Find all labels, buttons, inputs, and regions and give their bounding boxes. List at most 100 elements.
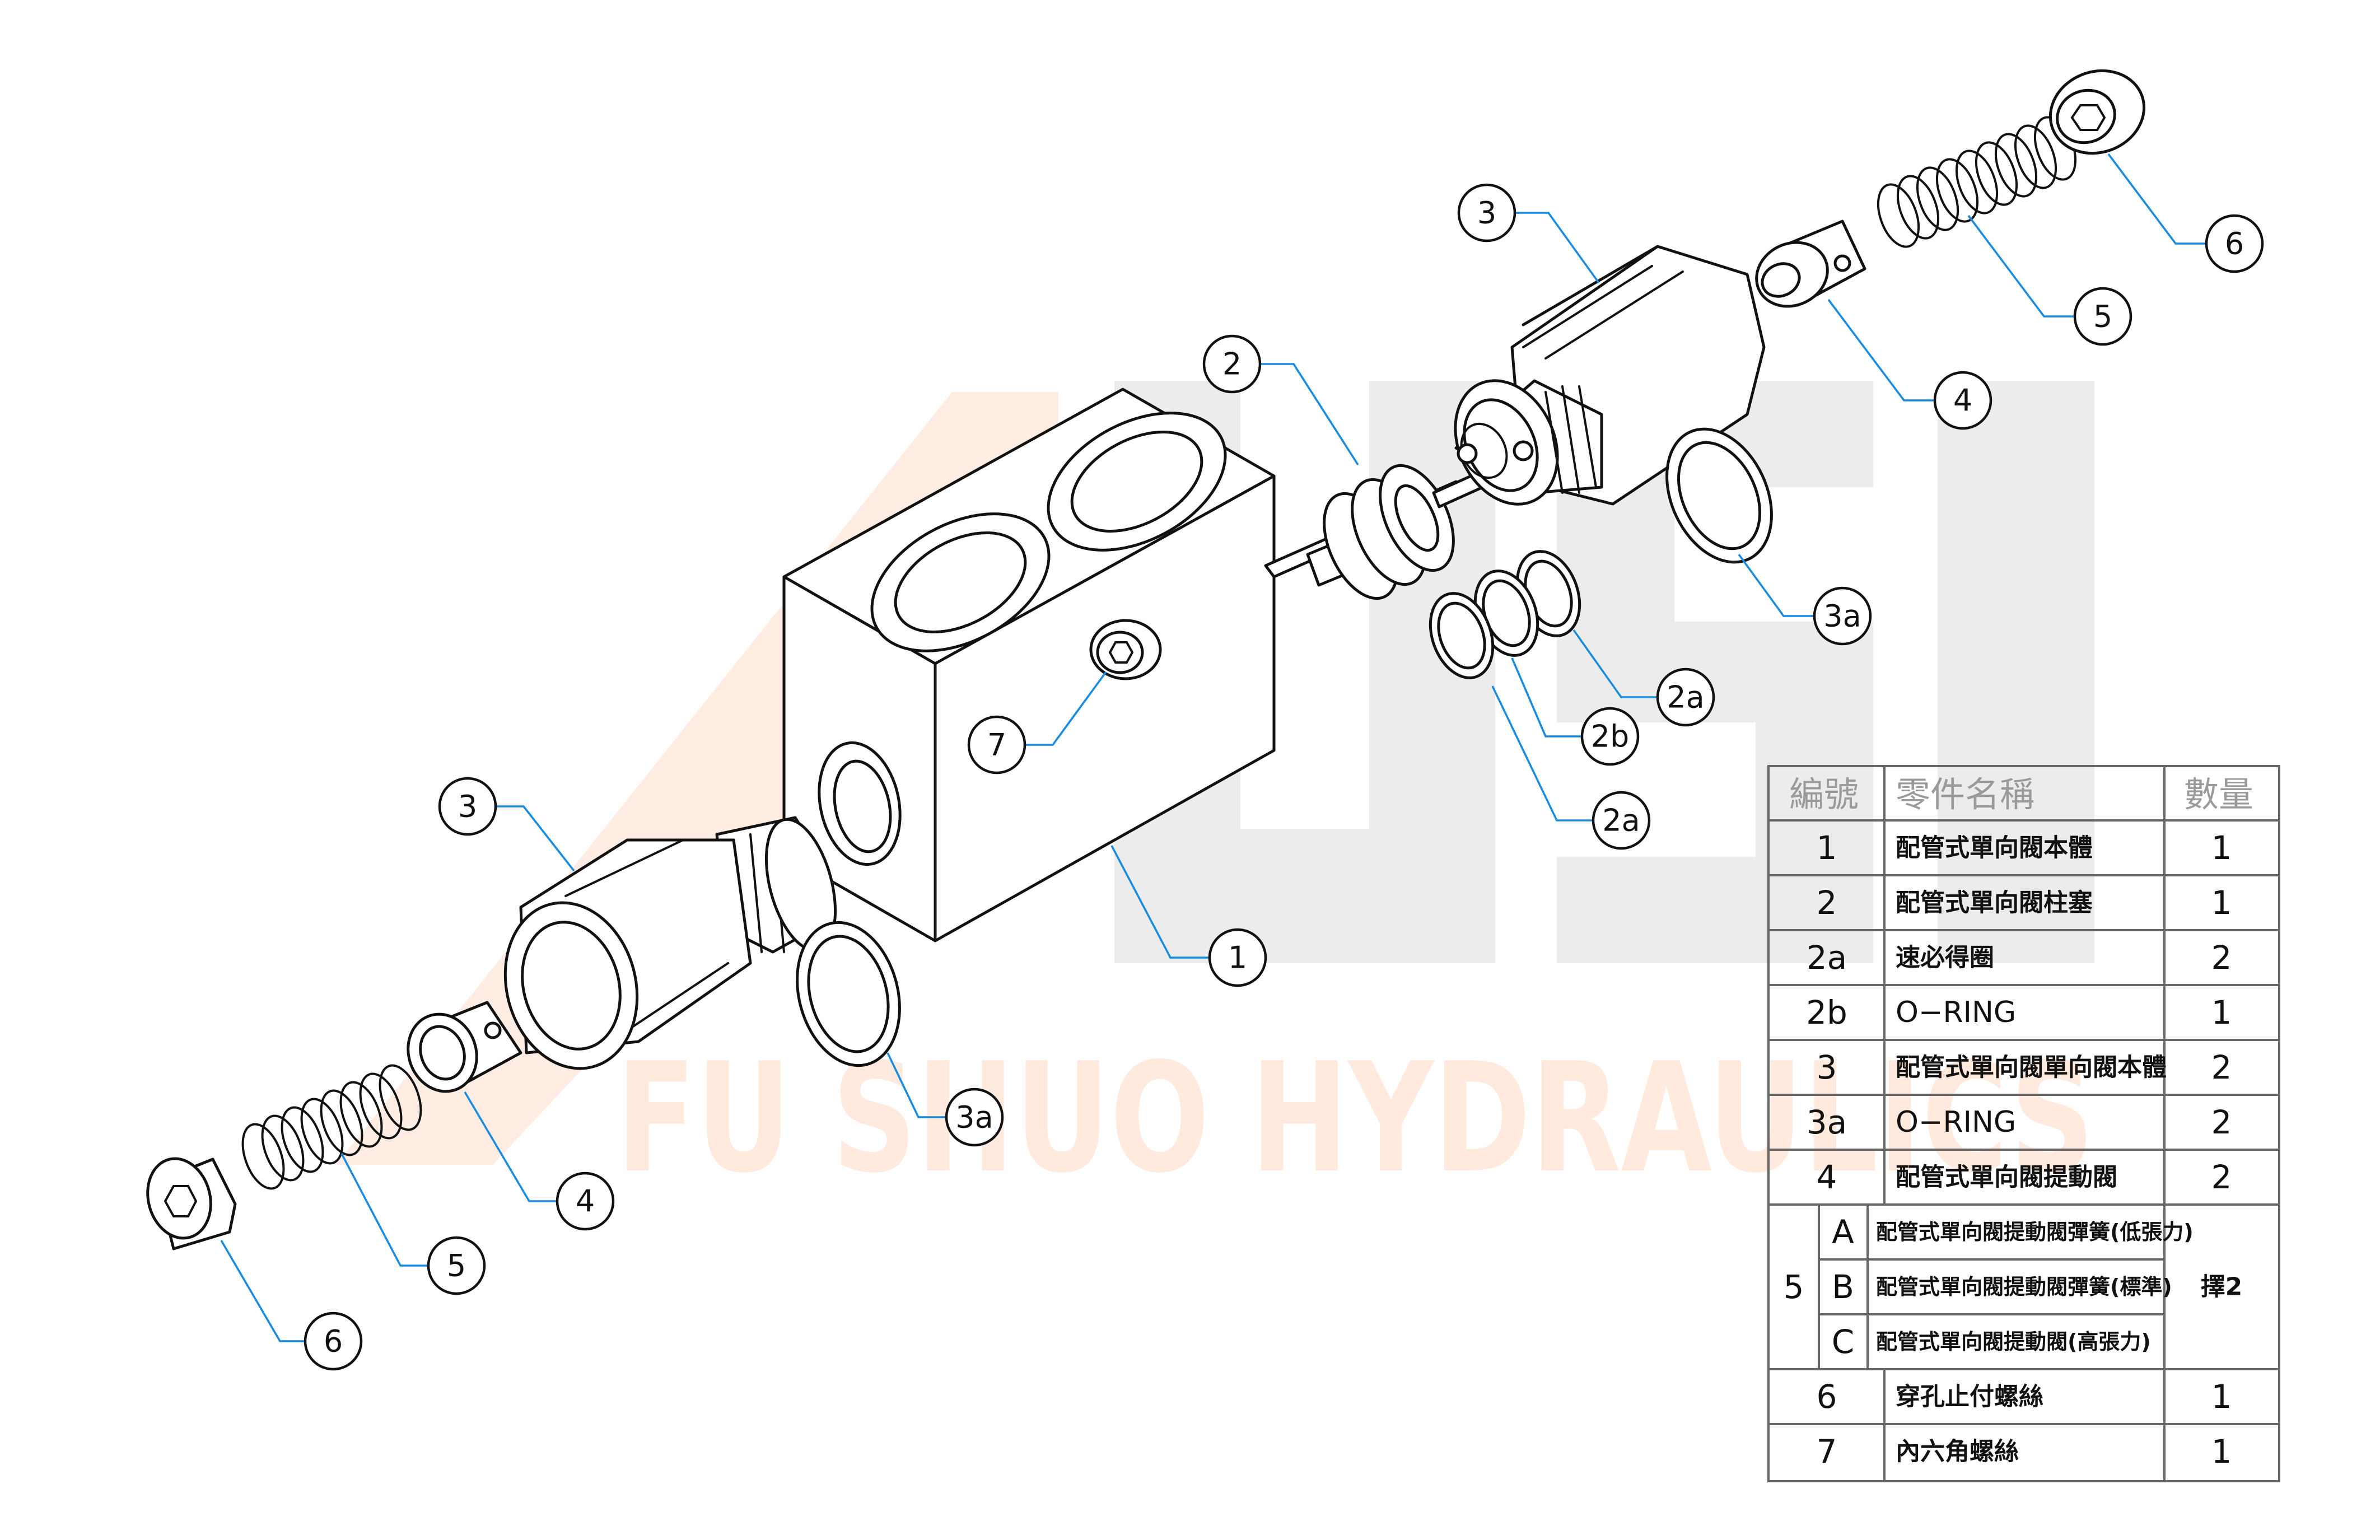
callout-label: 4	[576, 1184, 595, 1219]
callout-2b: 2b	[1580, 707, 1640, 766]
callout-label: 5	[2093, 299, 2112, 334]
table-row: 3 配管式單向閥單向閥本體 2	[1817, 1048, 2232, 1086]
table-row: 2a 速必得圈 2	[1807, 939, 2232, 977]
row-number: 4	[1817, 1158, 1837, 1196]
row-part-name: O−RING	[1896, 996, 2016, 1029]
row-option-letter: C	[1832, 1323, 1855, 1361]
table-row: 7 內六角螺絲 1	[1817, 1432, 2232, 1471]
row-quantity: 1	[2211, 884, 2232, 922]
row-part-name: 穿孔止付螺絲	[1896, 1383, 2043, 1411]
plug-screw-right	[2048, 69, 2146, 155]
row-number: 5	[1784, 1268, 1804, 1306]
leader-4-r	[1827, 298, 1935, 402]
leader-4-l	[464, 1091, 557, 1202]
callout-label: 3	[1477, 195, 1496, 231]
leader-6-l	[220, 1240, 305, 1342]
leader-6-r	[2107, 153, 2206, 245]
callout-3-left: 3	[438, 777, 497, 836]
callout-label: 6	[324, 1324, 343, 1359]
check-valve-body-left	[503, 816, 837, 1070]
row-part-name: 配管式單向閥單向閥本體	[1896, 1053, 2167, 1082]
leader-5-l	[340, 1153, 428, 1267]
row-number: 3	[1817, 1048, 1837, 1086]
row-number: 2a	[1807, 939, 1847, 977]
callout-label: 3a	[1823, 599, 1861, 634]
callout-3-right: 3	[1457, 183, 1516, 242]
callout-2a-top: 2a	[1656, 668, 1715, 727]
leader-3-l	[496, 805, 575, 872]
row-part-name: 配管式單向閥柱塞	[1896, 889, 2093, 917]
table-header-part-name: 零件名稱	[1896, 774, 2034, 815]
row-number: 2b	[1806, 993, 1847, 1032]
row-part-name: 配管式單向閥提動閥	[1896, 1163, 2117, 1192]
row-quantity: 擇2	[2201, 1273, 2243, 1301]
row-part-name: 配管式單向閥提動閥彈簧(標準)	[1876, 1275, 2172, 1299]
callout-3a-left: 3a	[945, 1088, 1004, 1147]
callout-7: 7	[967, 715, 1026, 774]
callout-bubbles: 1 2 2a 2b 2a 3 3a 4	[304, 183, 2264, 1371]
poppet-valve-left	[407, 1001, 522, 1093]
callout-5-right: 5	[2073, 287, 2132, 346]
row-part-name: 配管式單向閥提動閥彈簧(低張力)	[1876, 1220, 2194, 1244]
leader-3a-l	[886, 1052, 946, 1118]
socket-set-screw-7	[1089, 619, 1162, 680]
table-row-group: 5 A 配管式單向閥提動閥彈簧(低張力) B 配管式單向閥提動閥彈簧(標準) C…	[1784, 1213, 2243, 1361]
table-row: 2b O−RING 1	[1806, 993, 2232, 1032]
callout-label: 2a	[1602, 803, 1640, 838]
parts-list-table: 編號 零件名稱 數量 1 配管式單向閥本體 1 2 配管式單向閥柱塞 1 2a …	[1767, 765, 2280, 1482]
row-part-name: 配管式單向閥提動閥(高張力)	[1876, 1329, 2151, 1354]
row-number: 6	[1817, 1378, 1837, 1416]
callout-4-right: 4	[1933, 371, 1992, 430]
leader-7	[1025, 671, 1107, 746]
row-part-name: 內六角螺絲	[1896, 1438, 2019, 1466]
row-quantity: 1	[2211, 1432, 2232, 1471]
callout-label: 1	[1228, 940, 1247, 976]
leader-1	[1110, 845, 1210, 959]
row-number: 1	[1817, 829, 1837, 867]
row-option-letter: A	[1832, 1213, 1854, 1251]
callout-label: 3a	[955, 1100, 993, 1135]
table-header-quantity: 數量	[2184, 774, 2253, 815]
row-quantity: 2	[2211, 1048, 2232, 1086]
poppet-valve-right	[1755, 220, 1866, 308]
valve-body-block	[782, 388, 1276, 942]
callout-label: 5	[447, 1248, 466, 1284]
callout-2: 2	[1202, 334, 1262, 394]
row-quantity: 1	[2211, 993, 2232, 1032]
table-row: 3a O−RING 2	[1807, 1103, 2232, 1141]
callout-label: 2b	[1591, 719, 1630, 754]
row-number: 3a	[1807, 1103, 1847, 1141]
leader-3-r	[1515, 212, 1600, 284]
check-valve-plunger	[1264, 464, 1497, 600]
row-quantity: 2	[2211, 1103, 2232, 1141]
row-quantity: 2	[2211, 939, 2232, 977]
callout-label: 6	[2225, 226, 2244, 262]
leader-3a-r	[1738, 553, 1814, 617]
table-row: 6 穿孔止付螺絲 1	[1817, 1378, 2232, 1416]
table-header-number: 編號	[1789, 774, 1859, 815]
spring-left	[241, 1064, 422, 1190]
o-ring-3a-right	[1665, 427, 1773, 564]
row-number: 2	[1817, 884, 1837, 922]
row-part-name: 速必得圈	[1896, 944, 1994, 972]
leader-2a-b	[1491, 685, 1593, 822]
callout-6-right: 6	[2205, 214, 2264, 273]
table-row: 4 配管式單向閥提動閥 2	[1817, 1158, 2232, 1196]
leader-5-r	[1967, 214, 2075, 318]
callout-3a-right: 3a	[1813, 586, 1872, 646]
table-row: 2 配管式單向閥柱塞 1	[1817, 884, 2232, 922]
leader-2a-t	[1572, 629, 1658, 698]
callout-4-left: 4	[556, 1172, 615, 1231]
callout-label: 4	[1953, 383, 1972, 418]
leader-2b	[1511, 657, 1582, 738]
callout-label: 7	[987, 727, 1006, 763]
callout-5-left: 5	[427, 1236, 486, 1295]
row-number: 7	[1817, 1432, 1837, 1471]
table-row: 1 配管式單向閥本體 1	[1817, 829, 2232, 867]
plug-screw-left	[146, 1157, 237, 1250]
callout-6-left: 6	[304, 1312, 363, 1371]
row-quantity: 1	[2211, 829, 2232, 867]
leader-lines	[220, 153, 2206, 1342]
row-quantity: 2	[2211, 1158, 2232, 1196]
